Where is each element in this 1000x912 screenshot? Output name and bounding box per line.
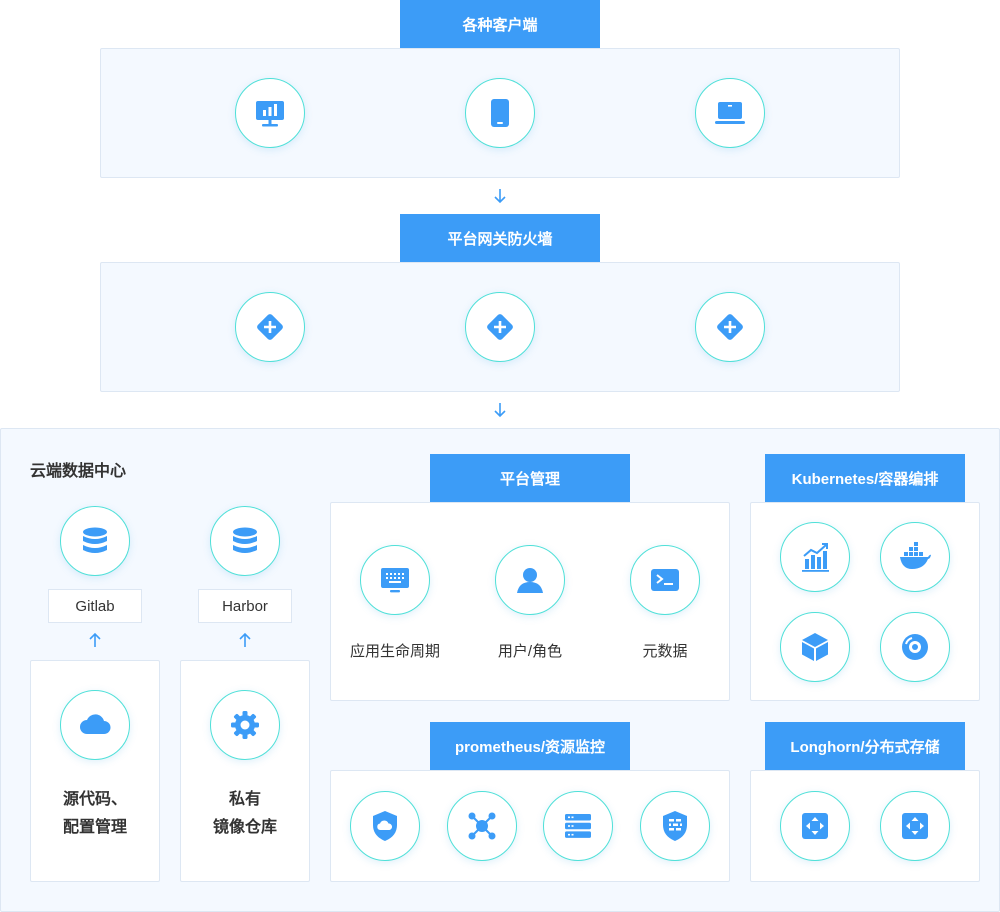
gear-icon	[231, 711, 259, 739]
cloud-node[interactable]	[60, 690, 130, 760]
gateway-title: 平台网关防火墙	[400, 214, 600, 262]
laptop-icon	[715, 102, 745, 124]
arrow-down-icon	[494, 403, 506, 418]
tablet-icon	[491, 99, 509, 127]
trend-chart-icon	[802, 543, 829, 572]
platform-item-metadata[interactable]	[630, 545, 700, 615]
keyboard-screen-icon	[381, 568, 409, 593]
platform-item-label: 元数据	[642, 643, 688, 660]
shield-cloud-icon	[373, 811, 397, 841]
harbor-label: Harbor	[198, 589, 292, 623]
prometheus-title: prometheus/资源监控	[430, 722, 630, 770]
firewall-shield-icon	[663, 811, 687, 841]
gitlab-database[interactable]	[60, 506, 130, 576]
disc-icon	[902, 634, 928, 660]
prometheus-node-servers[interactable]	[543, 791, 613, 861]
platform-item-users[interactable]	[495, 545, 565, 615]
route-diamond-icon	[717, 314, 743, 340]
harbor-caption-line2: 镜像仓库	[212, 819, 277, 836]
expand-arrows-icon	[802, 813, 828, 839]
gateway-node-1[interactable]	[235, 292, 305, 362]
gitlab-caption-line2: 配置管理	[62, 819, 127, 836]
platform-title: 平台管理	[430, 454, 630, 502]
cube-icon	[802, 633, 828, 661]
kubernetes-title: Kubernetes/容器编排	[765, 454, 965, 502]
arrow-down-icon	[494, 189, 506, 204]
database-icon	[83, 527, 107, 553]
longhorn-node-2[interactable]	[880, 791, 950, 861]
clients-title: 各种客户端	[400, 0, 600, 48]
client-tablet[interactable]	[465, 78, 535, 148]
presentation-chart-icon	[256, 101, 284, 127]
datacenter-title: 云端数据中心	[30, 463, 127, 480]
harbor-caption: 私有 镜像仓库	[180, 786, 310, 842]
longhorn-node-1[interactable]	[780, 791, 850, 861]
platform-item-lifecycle[interactable]	[360, 545, 430, 615]
prometheus-node-shield[interactable]	[350, 791, 420, 861]
expand-arrows-icon	[902, 813, 928, 839]
terminal-icon	[651, 569, 679, 591]
gitlab-caption-line1: 源代码、	[62, 791, 127, 808]
cloud-icon	[80, 714, 111, 734]
gateway-node-2[interactable]	[465, 292, 535, 362]
server-stack-icon	[565, 814, 591, 838]
gear-node[interactable]	[210, 690, 280, 760]
harbor-database[interactable]	[210, 506, 280, 576]
platform-item-label: 用户/角色	[497, 643, 563, 660]
user-icon	[517, 568, 543, 593]
docker-whale-icon	[900, 542, 931, 569]
gitlab-label: Gitlab	[48, 589, 142, 623]
harbor-caption-line1: 私有	[228, 791, 261, 808]
arrow-up-icon	[239, 632, 251, 647]
k8s-node-docker[interactable]	[880, 522, 950, 592]
network-nodes-icon	[468, 812, 496, 840]
client-laptop[interactable]	[695, 78, 765, 148]
client-presentation[interactable]	[235, 78, 305, 148]
arrow-up-icon	[89, 632, 101, 647]
k8s-node-chart[interactable]	[780, 522, 850, 592]
kubernetes-panel	[750, 502, 980, 701]
route-diamond-icon	[487, 314, 513, 340]
database-icon	[233, 527, 257, 553]
k8s-node-cube[interactable]	[780, 612, 850, 682]
platform-item-label: 应用生命周期	[349, 643, 440, 660]
k8s-node-disc[interactable]	[880, 612, 950, 682]
gitlab-caption: 源代码、 配置管理	[30, 786, 160, 842]
prometheus-node-network[interactable]	[447, 791, 517, 861]
longhorn-title: Longhorn/分布式存储	[765, 722, 965, 770]
route-diamond-icon	[257, 314, 283, 340]
gateway-node-3[interactable]	[695, 292, 765, 362]
prometheus-node-firewall[interactable]	[640, 791, 710, 861]
